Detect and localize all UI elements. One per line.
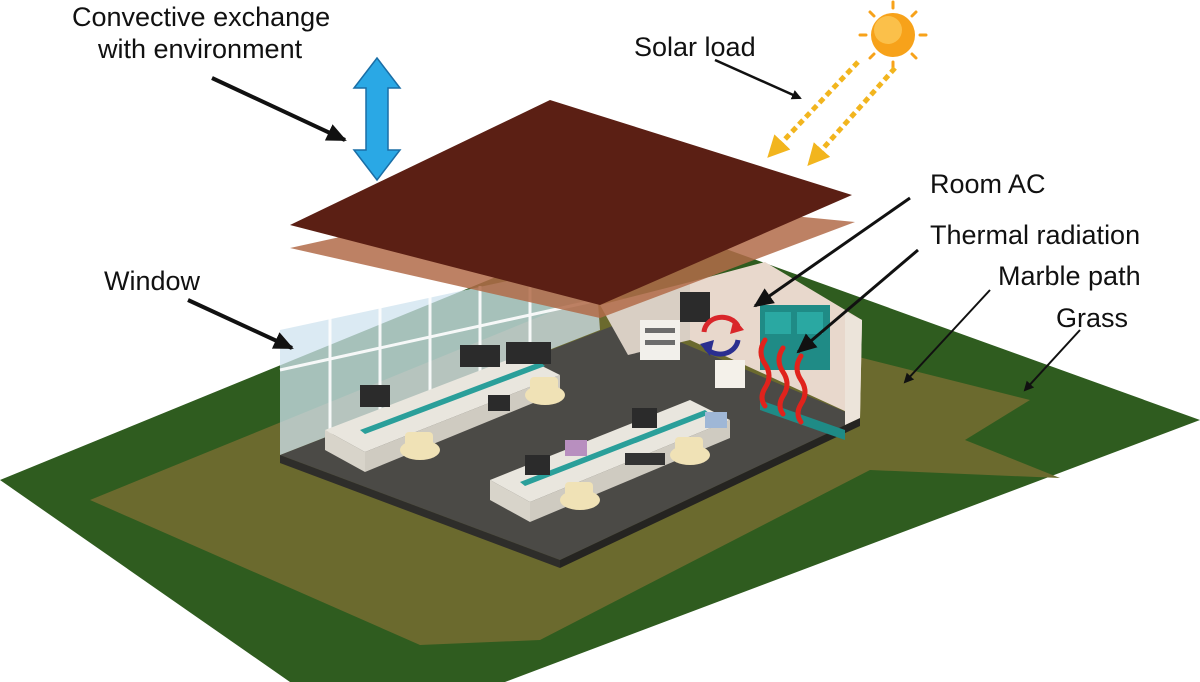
window-label: Window <box>104 266 201 296</box>
convective-pointer <box>211 76 347 142</box>
thermal-radiation-label: Thermal radiation <box>930 220 1140 250</box>
marble-path-label: Marble path <box>998 261 1141 291</box>
grass-pointer <box>1023 329 1081 392</box>
desk-cluster-1 <box>325 342 565 472</box>
floor-edge-right <box>560 418 860 568</box>
desk-cluster-2 <box>490 400 730 522</box>
grass-label: Grass <box>1056 303 1128 333</box>
side-wall-edge <box>845 312 862 425</box>
solar-load-label: Solar load <box>634 32 756 62</box>
convective-label-line2: with environment <box>97 34 303 64</box>
marble-path-pointer <box>903 289 991 384</box>
heat-waves-icon <box>758 337 808 425</box>
recycle-arrows-icon <box>700 314 744 357</box>
solar-load-pointer <box>714 58 802 100</box>
callout-arrows <box>187 58 1081 392</box>
floor-edge <box>280 455 560 568</box>
window-pointer <box>187 298 294 350</box>
roof-top-layer <box>290 100 852 305</box>
back-room-equipment <box>640 292 845 440</box>
solar-ray-arrows <box>767 60 897 166</box>
convective-double-arrow-icon <box>352 56 402 182</box>
room-ac-label: Room AC <box>930 169 1046 199</box>
thermal-radiation-pointer <box>796 248 919 354</box>
room-ac-pointer <box>753 196 911 308</box>
convective-label-line1: Convective exchange <box>72 2 330 32</box>
sun-icon <box>858 0 928 70</box>
